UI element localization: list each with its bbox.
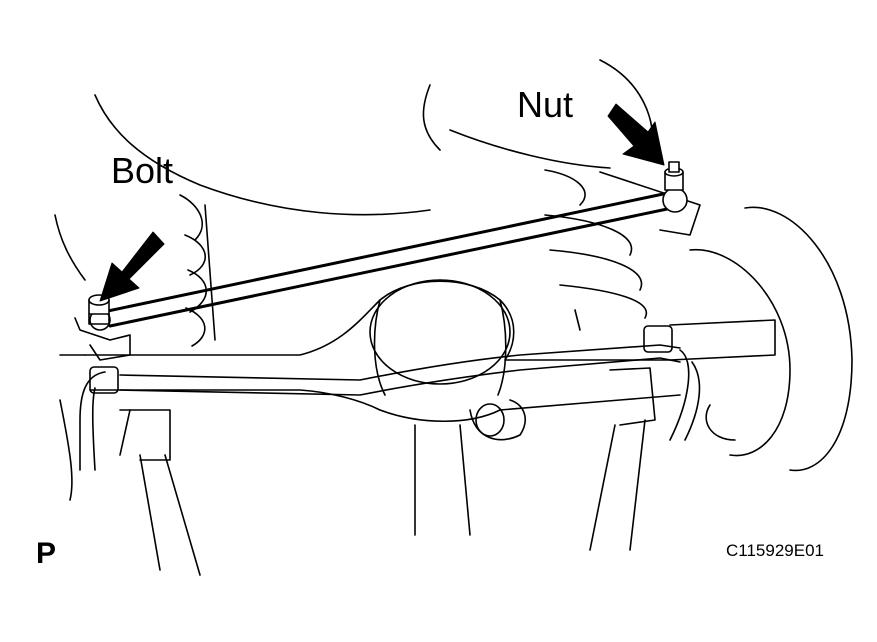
- body-outline: [54, 59, 654, 501]
- nut-label: Nut: [517, 84, 574, 125]
- lateral-control-rod: [89, 187, 688, 331]
- nut: [664, 161, 684, 191]
- bolt-label: Bolt: [111, 150, 174, 191]
- left-bracket: [74, 317, 201, 576]
- right-bracket: [589, 171, 701, 551]
- bolt-arrow-icon: [99, 231, 165, 302]
- differential: [369, 279, 526, 536]
- right-tire: [689, 206, 853, 472]
- right-coil-spring: [544, 169, 648, 331]
- figure-code: C115929E01: [726, 541, 824, 560]
- left-coil-spring: [179, 194, 216, 347]
- page-letter: P: [36, 537, 57, 570]
- stabilizer-bar: [79, 325, 701, 471]
- nut-arrow-icon: [607, 103, 665, 166]
